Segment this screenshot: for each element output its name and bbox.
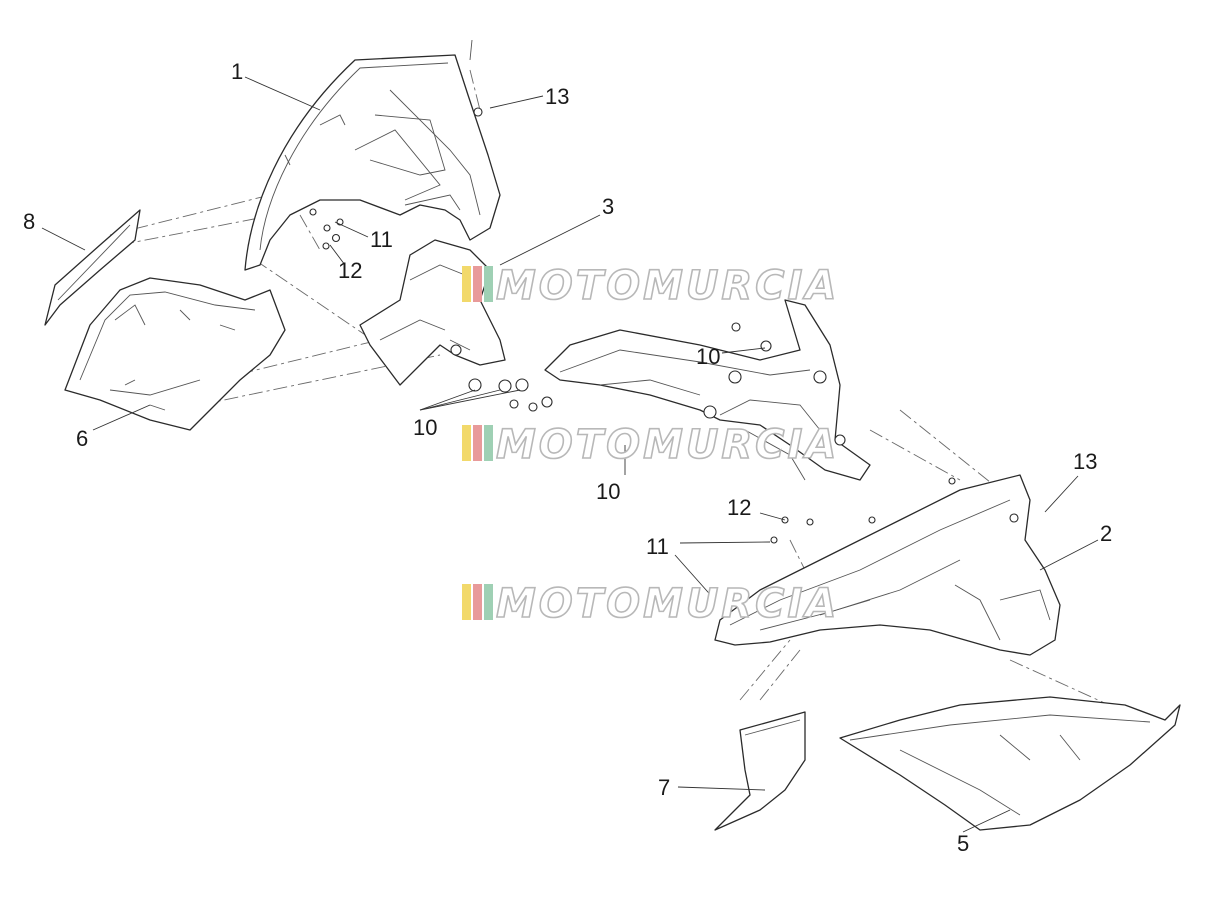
watermark-text: MOTOMURCIA [496, 581, 839, 627]
callout-1: 1 [231, 59, 243, 84]
callout-11-lower: 11 [646, 534, 669, 559]
callout-labels: 1 2 3 5 6 7 8 10 10 10 11 11 12 12 13 13 [23, 59, 1112, 856]
watermark-1: MOTOMURCIA [462, 262, 839, 310]
watermark-text: MOTOMURCIA [496, 422, 839, 468]
callout-10-right: 10 [696, 344, 720, 369]
callout-10-left: 10 [413, 415, 437, 440]
watermark-stripe-yellow [462, 425, 471, 461]
part-3-inner-bracket-left [359, 239, 506, 386]
watermark-stripe-red [473, 584, 482, 620]
leader-lines [41, 76, 1099, 833]
part-7-lower-trim [714, 711, 806, 831]
watermark-stripe-red [473, 425, 482, 461]
fasteners [309, 107, 1019, 544]
callout-5: 5 [957, 831, 969, 856]
callout-2: 2 [1100, 521, 1112, 546]
callout-13-top: 13 [545, 84, 569, 109]
callout-8: 8 [23, 209, 35, 234]
watermark-3: MOTOMURCIA [462, 580, 839, 628]
part-5-right-lower-panel [839, 696, 1181, 831]
part-1-front-shield [244, 39, 501, 271]
part-6-left-inner-panel [64, 277, 286, 431]
callout-12-lower: 12 [727, 495, 751, 520]
callout-6: 6 [76, 426, 88, 451]
callout-11-top: 11 [370, 227, 393, 252]
watermark-stripe-green [484, 425, 493, 461]
watermark-stripe-green [484, 266, 493, 302]
callout-10-center: 10 [596, 479, 620, 504]
part-8-side-cover [44, 209, 141, 326]
watermark-stripe-yellow [462, 584, 471, 620]
watermark-stripe-yellow [462, 266, 471, 302]
callout-13-right: 13 [1073, 449, 1097, 474]
callout-12-top: 12 [338, 258, 362, 283]
watermark-stripe-red [473, 266, 482, 302]
watermark-text: MOTOMURCIA [496, 263, 839, 309]
part-2-front-lower-shield [714, 474, 1061, 656]
part-center-lower-bracket [544, 299, 871, 481]
watermark-stripe-green [484, 584, 493, 620]
callout-7: 7 [658, 775, 670, 800]
watermark-2: MOTOMURCIA [462, 421, 839, 469]
callout-3: 3 [602, 194, 614, 219]
